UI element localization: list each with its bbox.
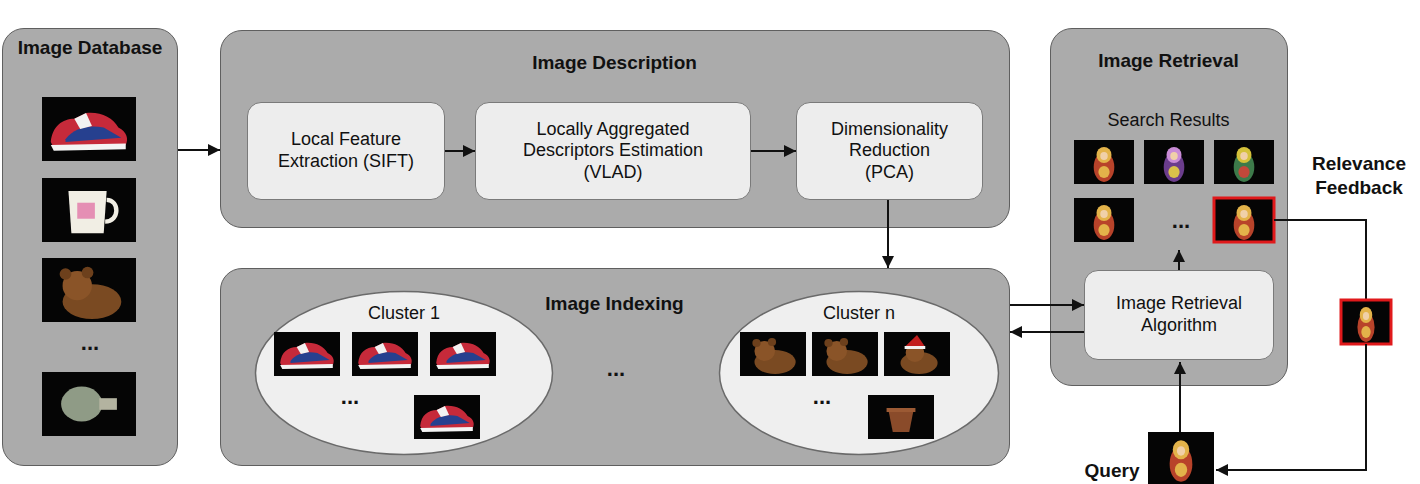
flow-arrow xyxy=(178,149,220,151)
group-panel: Image DescriptionLocal Feature Extractio… xyxy=(220,30,1010,228)
selection-highlight xyxy=(1341,300,1391,344)
group-panel: Image Database... xyxy=(2,28,178,466)
process-box: Dimensionality Reduction (PCA) xyxy=(796,102,983,200)
process-box: Image Retrieval Algorithm xyxy=(1084,270,1274,360)
group-panel: Image Indexing...Cluster 1...Cluster n..… xyxy=(220,268,1010,466)
ellipsis: ... xyxy=(561,358,671,380)
section-heading: Search Results xyxy=(1051,110,1286,132)
process-box: Locally Aggregated Descriptors Estimatio… xyxy=(475,102,751,200)
panel-title: Image Description xyxy=(221,52,1008,75)
cluster-label: Cluster n xyxy=(718,303,1000,325)
cluster-ellipse: Cluster n... xyxy=(718,290,1000,456)
photo-thumbnail xyxy=(1341,300,1391,344)
annotation-label: Query xyxy=(1080,459,1144,483)
ellipsis: ... xyxy=(3,332,177,354)
box-text: Image Retrieval Algorithm xyxy=(1099,293,1259,336)
ellipsis: ... xyxy=(782,386,862,408)
cluster-label: Cluster 1 xyxy=(254,303,554,325)
ellipsis: ... xyxy=(310,386,390,408)
box-text: Local Feature Extraction (SIFT) xyxy=(275,129,417,172)
box-text: Dimensionality Reduction (PCA) xyxy=(826,119,954,184)
panel-title: Image Database xyxy=(3,37,177,60)
annotation-label: Relevance Feedback xyxy=(1300,152,1418,200)
box-text: Locally Aggregated Descriptors Estimatio… xyxy=(502,119,724,184)
group-panel: Image RetrievalSearch Results... Image Re… xyxy=(1050,28,1288,386)
cluster-ellipse: Cluster 1... xyxy=(254,290,554,456)
query-image xyxy=(1148,432,1214,484)
ellipsis: ... xyxy=(1151,210,1211,232)
panel-title: Image Retrieval xyxy=(1051,50,1286,73)
process-box: Local Feature Extraction (SIFT) xyxy=(247,102,445,200)
